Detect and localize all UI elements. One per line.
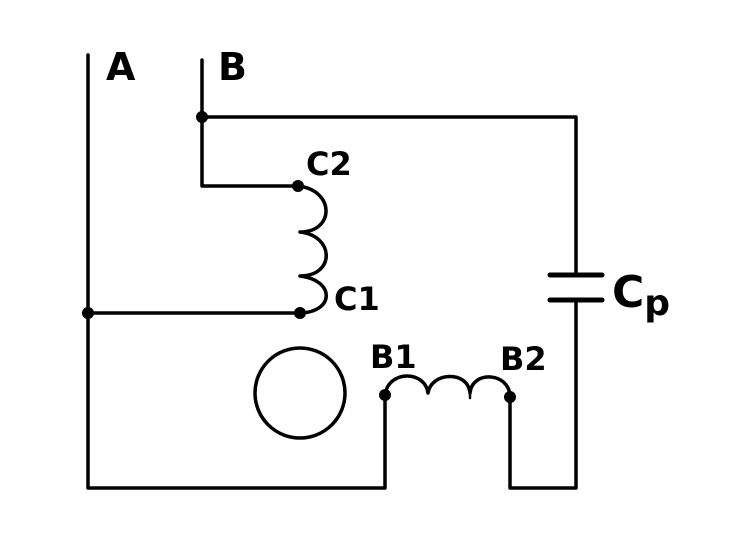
label-c1: C1 xyxy=(334,280,380,318)
terminal-c2-node xyxy=(292,180,304,192)
winding-b-coil xyxy=(383,374,512,399)
label-capacitor: Cp xyxy=(612,267,670,324)
terminal-b2-node xyxy=(504,391,516,403)
label-capacitor-letter: C xyxy=(612,267,644,318)
label-b1: B1 xyxy=(370,338,417,376)
label-c2: C2 xyxy=(306,145,352,183)
wire-capacitor-to-b2 xyxy=(508,298,578,490)
junction-a-node xyxy=(82,307,94,319)
junction-b-node xyxy=(196,111,208,123)
label-terminal-b: B xyxy=(218,45,247,89)
terminal-c1-node xyxy=(294,307,306,319)
wire-line-b xyxy=(200,58,300,188)
label-b2: B2 xyxy=(500,340,547,378)
winding-c-coil xyxy=(296,184,328,315)
wire-b-to-capacitor xyxy=(200,115,578,276)
wire-line-a xyxy=(86,53,387,490)
label-capacitor-subscript: p xyxy=(644,283,670,324)
rotor-circle xyxy=(253,346,347,440)
terminal-b1-node xyxy=(379,389,391,401)
label-terminal-a: A xyxy=(106,45,136,89)
